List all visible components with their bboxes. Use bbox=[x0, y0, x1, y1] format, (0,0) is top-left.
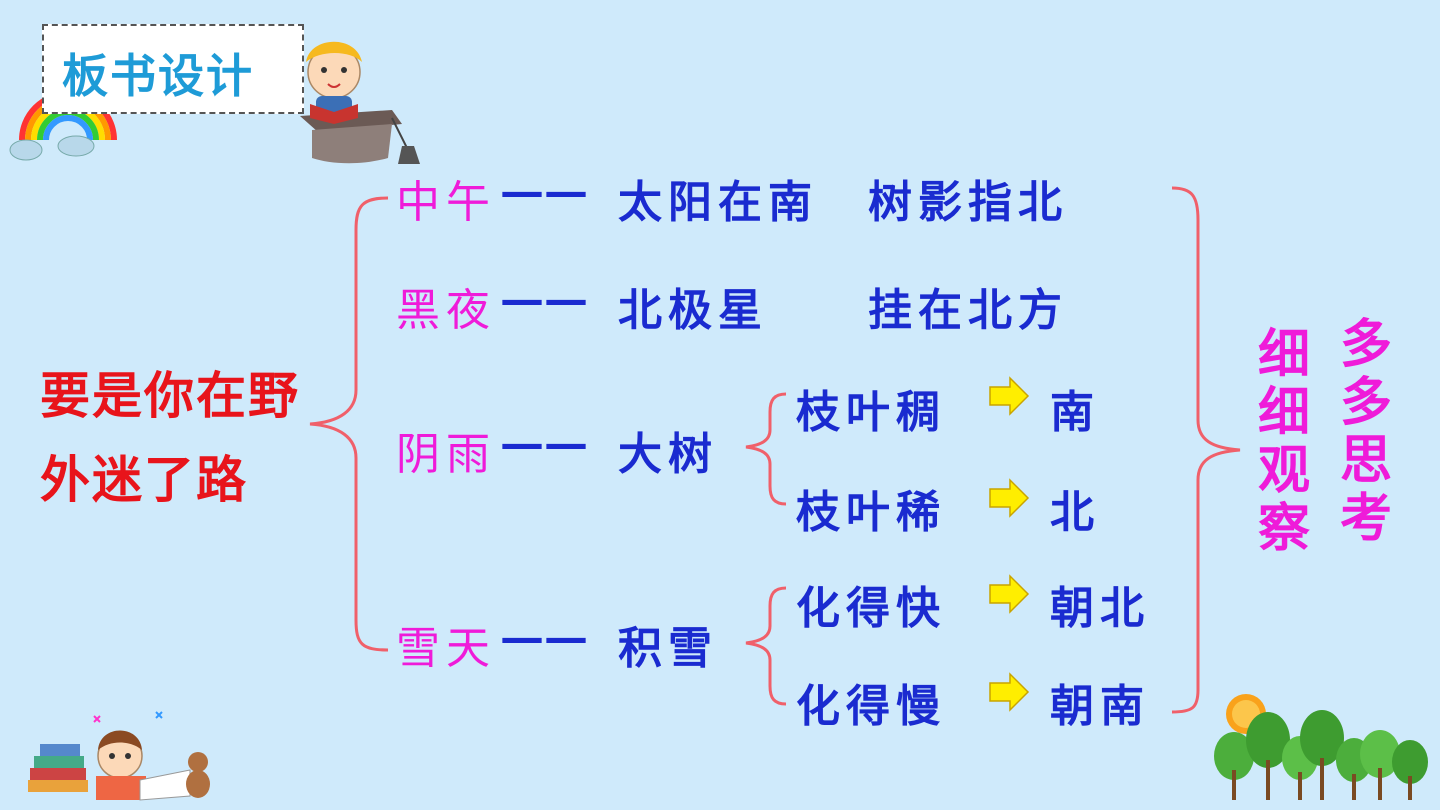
dash: —— bbox=[500, 166, 588, 217]
clue-text: 积雪 bbox=[618, 623, 718, 674]
extra-text: 挂在北方 bbox=[868, 285, 1068, 336]
clue-text: 太阳在南 bbox=[618, 177, 818, 228]
sub-right: 朝南 bbox=[1050, 681, 1150, 732]
condition-label: 黑夜 bbox=[396, 285, 496, 336]
dash: —— bbox=[500, 274, 588, 325]
title-box bbox=[42, 24, 304, 114]
conclusion-char: 考 bbox=[1340, 488, 1393, 549]
conclusion-char: 观 bbox=[1258, 440, 1311, 501]
brace-rain bbox=[745, 392, 787, 506]
conclusion-char: 察 bbox=[1258, 498, 1311, 559]
clue-text: 大树 bbox=[618, 429, 718, 480]
dash: —— bbox=[500, 612, 588, 663]
sub-left: 枝叶稠 bbox=[796, 387, 946, 438]
conclusion-col-2: 多 多 思 考 bbox=[1340, 316, 1400, 548]
conclusion-char: 多 bbox=[1340, 372, 1393, 433]
branch-noon: 中午 bbox=[396, 166, 496, 230]
page-title: 板书设计 bbox=[62, 49, 254, 103]
tree-icon bbox=[1214, 710, 1428, 800]
extra-text: 树影指北 bbox=[868, 177, 1068, 228]
sub-right: 朝北 bbox=[1050, 583, 1150, 634]
sub-left: 枝叶稀 bbox=[796, 487, 946, 538]
conclusion-char: 细 bbox=[1258, 382, 1311, 443]
conclusion-char: 思 bbox=[1340, 430, 1393, 491]
sub-left: 化得快 bbox=[796, 583, 946, 634]
arrow-right-icon bbox=[989, 478, 1030, 518]
topic-line-2: 外迷了路 bbox=[40, 451, 248, 509]
main-brace bbox=[309, 196, 389, 652]
condition-label: 中午 bbox=[396, 177, 496, 228]
condition-label: 雪天 bbox=[396, 623, 496, 674]
sub-right: 南 bbox=[1050, 387, 1100, 438]
condition-label: 阴雨 bbox=[396, 429, 496, 480]
boy-reading-icon bbox=[306, 41, 362, 124]
clue-text: 北极星 bbox=[618, 285, 768, 336]
dash: —— bbox=[500, 418, 588, 469]
right-brace bbox=[1171, 186, 1241, 714]
branch-night: 黑夜 bbox=[396, 274, 496, 338]
branch-snow: 雪天 bbox=[396, 612, 496, 676]
sub-left: 化得慢 bbox=[796, 681, 946, 732]
conclusion-char: 多 bbox=[1340, 314, 1393, 375]
arrow-right-icon bbox=[989, 672, 1030, 712]
arrow-right-icon bbox=[989, 574, 1030, 614]
kid-with-books-icon bbox=[28, 711, 210, 801]
arrow-right-icon bbox=[989, 376, 1030, 416]
cloud-icon bbox=[9, 135, 95, 161]
conclusion-char: 细 bbox=[1258, 324, 1311, 385]
brace-snow bbox=[745, 586, 787, 706]
topic-line-1: 要是你在野 bbox=[40, 367, 300, 425]
sub-right: 北 bbox=[1050, 487, 1100, 538]
conclusion-col-1: 细 细 观 察 bbox=[1258, 326, 1318, 558]
branch-rain: 阴雨 bbox=[396, 418, 496, 482]
